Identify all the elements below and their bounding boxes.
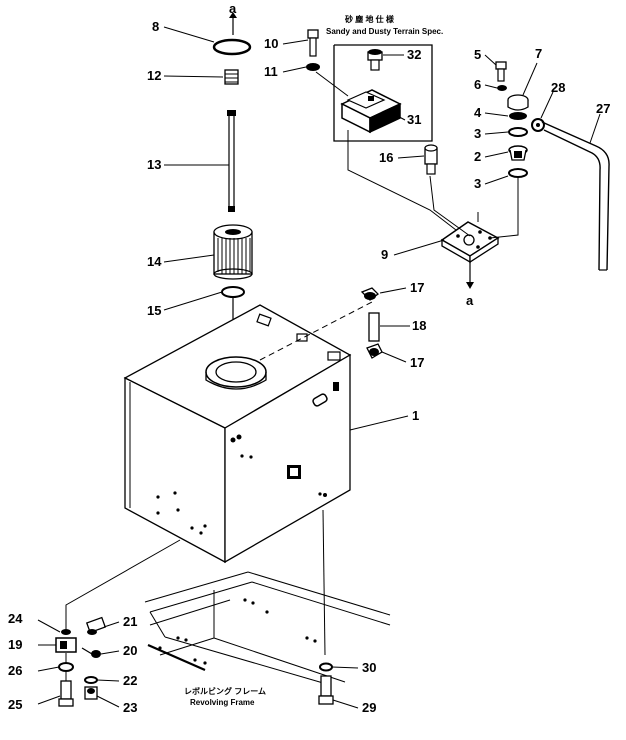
cap-part-32 <box>367 49 383 71</box>
frame-label-japanese: レボルビング フレーム <box>184 686 266 696</box>
frame-label-english: Revolving Frame <box>190 698 255 707</box>
o-ring-part-3-lower <box>508 168 528 178</box>
plug-part-23 <box>84 686 98 700</box>
callout-23: 23 <box>123 700 137 715</box>
washer-part-4 <box>509 112 527 120</box>
clamp-part-28 <box>531 118 545 132</box>
spec-note-japanese: 砂 塵 地 仕 様 <box>344 14 395 24</box>
bolt-part-25 <box>58 680 74 707</box>
callout-1: 1 <box>412 408 419 423</box>
callout-2: 2 <box>474 149 481 164</box>
plug-part-20 <box>81 647 101 658</box>
callout-13: 13 <box>147 157 161 172</box>
callout-3-upper: 3 <box>474 126 481 141</box>
breather-part-31 <box>340 89 402 134</box>
rod-part-13 <box>227 110 236 212</box>
bolt-part-10 <box>307 29 319 57</box>
o-ring-part-15 <box>221 286 245 298</box>
callout-25: 25 <box>8 697 22 712</box>
reference-mark-bottom-label: a <box>466 293 474 308</box>
fitting-part-2 <box>508 145 528 161</box>
callout-8: 8 <box>152 19 159 34</box>
callout-11: 11 <box>264 64 278 79</box>
callout-12: 12 <box>147 68 161 83</box>
callout-19: 19 <box>8 637 22 652</box>
nut-part-26 <box>58 662 74 672</box>
reference-mark-bottom: a <box>466 262 474 308</box>
callout-3-lower: 3 <box>474 176 481 191</box>
callout-16: 16 <box>379 150 393 165</box>
washer-part-24 <box>61 629 71 635</box>
callout-9: 9 <box>381 247 388 262</box>
elbow-fitting-part-17-lower <box>366 343 383 359</box>
callout-15: 15 <box>147 303 161 318</box>
washer-part-6 <box>497 85 507 91</box>
elbow-part-21 <box>85 616 107 635</box>
cap-part-7 <box>507 94 529 111</box>
block-part-19 <box>55 637 77 653</box>
callout-29: 29 <box>362 700 376 715</box>
spec-note-english: Sandy and Dusty Terrain Spec. <box>326 27 443 36</box>
callout-32: 32 <box>407 47 421 62</box>
sandy-dusty-spec-group: 砂 塵 地 仕 様 Sandy and Dusty Terrain Spec. <box>326 14 443 142</box>
washer-part-22 <box>84 676 98 684</box>
callout-18: 18 <box>412 318 426 333</box>
callout-27: 27 <box>596 101 610 116</box>
revolving-frame: レボルビング フレーム Revolving Frame <box>144 571 391 707</box>
o-ring-part-3-upper <box>508 127 528 137</box>
reference-mark-top-label: a <box>229 1 237 16</box>
washer-part-11 <box>306 63 320 71</box>
callout-numbers: 8 12 13 14 15 10 11 32 31 16 9 5 6 4 3 2… <box>8 19 610 715</box>
callout-22: 22 <box>123 673 137 688</box>
callout-6: 6 <box>474 77 481 92</box>
cover-plate-part-9 <box>440 221 500 264</box>
callout-7: 7 <box>535 46 542 61</box>
callout-17-upper: 17 <box>410 280 424 295</box>
callout-5: 5 <box>474 47 481 62</box>
bolt-part-29 <box>318 675 334 705</box>
spring-part-12 <box>224 69 239 85</box>
o-ring-part-8 <box>212 38 252 56</box>
callout-28: 28 <box>551 80 565 95</box>
reference-mark-top: a <box>229 1 237 35</box>
fitting-part-16 <box>424 144 438 175</box>
callout-31: 31 <box>407 112 421 127</box>
callout-10: 10 <box>264 36 278 51</box>
elbow-fitting-part-17-upper <box>360 287 379 301</box>
callout-30: 30 <box>362 660 376 675</box>
hose-part-27 <box>541 121 610 271</box>
callout-26: 26 <box>8 663 22 678</box>
hydraulic-tank-part-1 <box>123 301 373 564</box>
callout-14: 14 <box>147 254 162 269</box>
bolt-part-5 <box>495 61 507 82</box>
washer-part-30 <box>319 662 333 672</box>
callout-4: 4 <box>474 105 482 120</box>
callout-17-lower: 17 <box>410 355 424 370</box>
callout-20: 20 <box>123 643 137 658</box>
callout-leaders <box>37 26 601 709</box>
callout-24: 24 <box>8 611 23 626</box>
filter-element-part-14 <box>213 224 253 280</box>
callout-21: 21 <box>123 614 137 629</box>
pipe-part-18 <box>368 312 380 342</box>
